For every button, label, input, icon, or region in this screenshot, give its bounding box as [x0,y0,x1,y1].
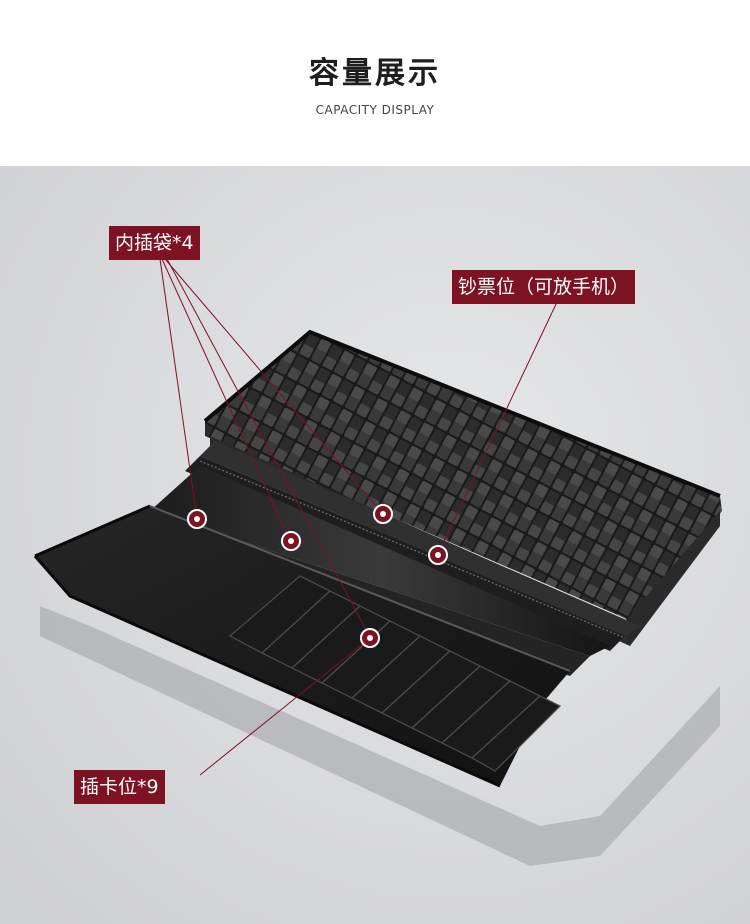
woven-flap [205,332,722,626]
bill-slot-label: 钞票位（可放手机） [452,270,636,304]
page-title: 容量展示 [309,56,441,91]
pocket-strip-1 [200,441,640,636]
wallet-illustration [0,166,750,924]
page-subtitle: CAPACITY DISPLAY [315,103,435,117]
inner-pockets-label: 内插袋*4 [109,226,200,260]
card-slots [228,575,562,772]
pocket-strip-2 [185,456,625,651]
page-header: 容量展示 CAPACITY DISPLAY [0,0,750,166]
callout-dots [187,504,448,648]
wallet-photo: 内插袋*4 钞票位（可放手机） 插卡位*9 [0,166,750,924]
card-slots-label: 插卡位*9 [74,770,165,804]
bill-compartment [150,466,610,656]
callout-lines [159,258,558,776]
